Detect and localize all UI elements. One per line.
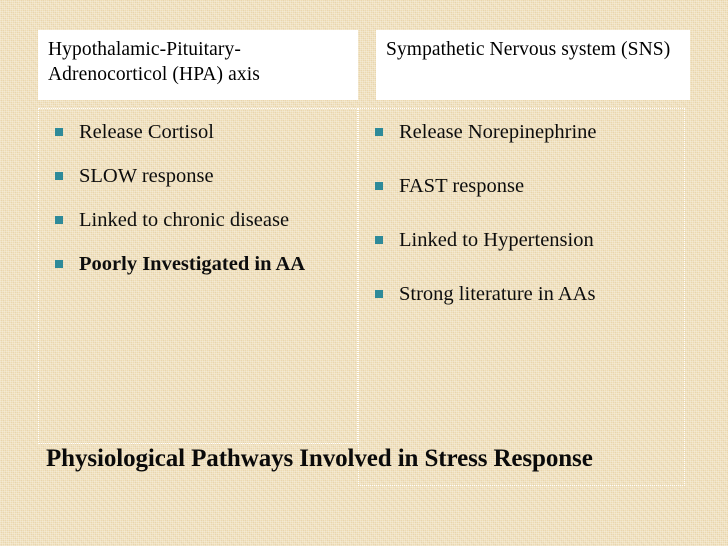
- bullet-list-hpa: Release Cortisol SLOW response Linked to…: [39, 109, 357, 278]
- bullet-square-icon: [375, 128, 383, 136]
- bullet-square-icon: [55, 260, 63, 268]
- list-item-label: Strong literature in AAs: [399, 283, 596, 305]
- bullet-list-sns: Release Norepinephrine FAST response Lin…: [359, 109, 684, 308]
- bullet-square-icon: [55, 128, 63, 136]
- list-item-label: Linked to chronic disease: [79, 209, 290, 231]
- bullet-square-icon: [55, 216, 63, 224]
- column-header-sns: Sympathetic Nervous system (SNS): [376, 30, 690, 100]
- list-item-label: Linked to Hypertension: [399, 229, 594, 251]
- bullet-square-icon: [375, 182, 383, 190]
- list-item: Release Cortisol: [53, 119, 349, 146]
- list-item-label: Release Cortisol: [79, 121, 214, 143]
- slide-bottom-title: Physiological Pathways Involved in Stres…: [46, 445, 593, 472]
- list-item-label: Release Norepinephrine: [399, 121, 597, 143]
- list-item: FAST response: [373, 173, 676, 200]
- bullet-square-icon: [375, 236, 383, 244]
- list-item: SLOW response: [53, 163, 349, 190]
- list-item-label: Poorly Investigated in AA: [79, 253, 306, 275]
- list-item: Linked to chronic disease: [53, 207, 349, 234]
- list-item-label: FAST response: [399, 175, 525, 197]
- column-header-hpa: Hypothalamic-Pituitary-Adrenocorticol (H…: [38, 30, 358, 100]
- bullet-square-icon: [375, 290, 383, 298]
- list-item: Linked to Hypertension: [373, 227, 676, 254]
- column-panel-sns: Release Norepinephrine FAST response Lin…: [358, 108, 685, 486]
- list-item: Poorly Investigated in AA: [53, 251, 349, 278]
- bullet-square-icon: [55, 172, 63, 180]
- list-item: Strong literature in AAs: [373, 281, 676, 308]
- column-header-hpa-text: Hypothalamic-Pituitary-Adrenocorticol (H…: [48, 39, 260, 85]
- list-item: Release Norepinephrine: [373, 119, 676, 146]
- column-header-sns-text: Sympathetic Nervous system (SNS): [386, 39, 671, 60]
- column-panel-hpa: Release Cortisol SLOW response Linked to…: [38, 108, 358, 444]
- list-item-label: SLOW response: [79, 165, 214, 187]
